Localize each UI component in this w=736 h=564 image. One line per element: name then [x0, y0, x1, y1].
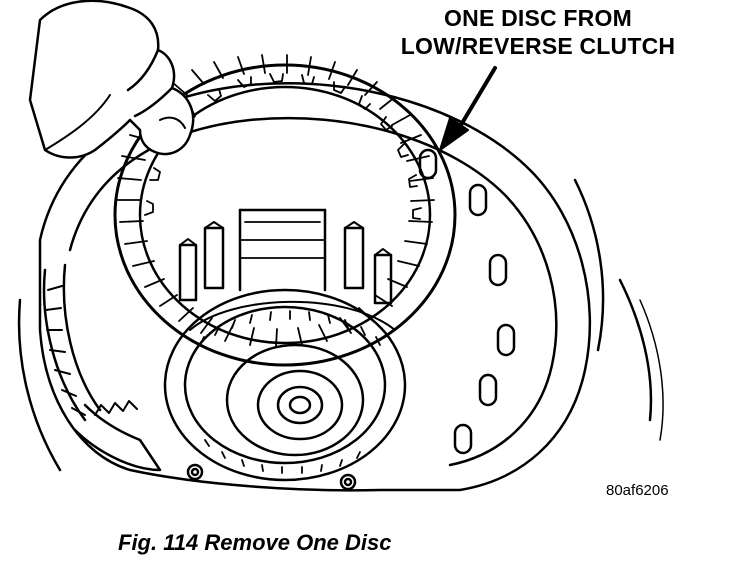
- center-hub-assembly: [163, 288, 407, 482]
- callout-line-2: LOW/REVERSE CLUTCH: [400, 33, 676, 59]
- case-bolt-slots: [418, 148, 516, 455]
- clutch-disc: [113, 54, 457, 367]
- clutch-drum-tabs: [178, 208, 393, 305]
- figure-caption: Fig. 114 Remove One Disc: [118, 530, 392, 555]
- hand-holding-disc: [28, 0, 195, 159]
- disc-callout-label: ONE DISC FROM LOW/REVERSE CLUTCH: [368, 4, 708, 60]
- case-bolts: [186, 463, 357, 491]
- left-clutch-pack: [42, 263, 162, 472]
- callout-line-1: ONE DISC FROM: [444, 5, 632, 31]
- figure-reference-code: 80af6206: [606, 482, 669, 499]
- callout-arrow: [439, 66, 497, 151]
